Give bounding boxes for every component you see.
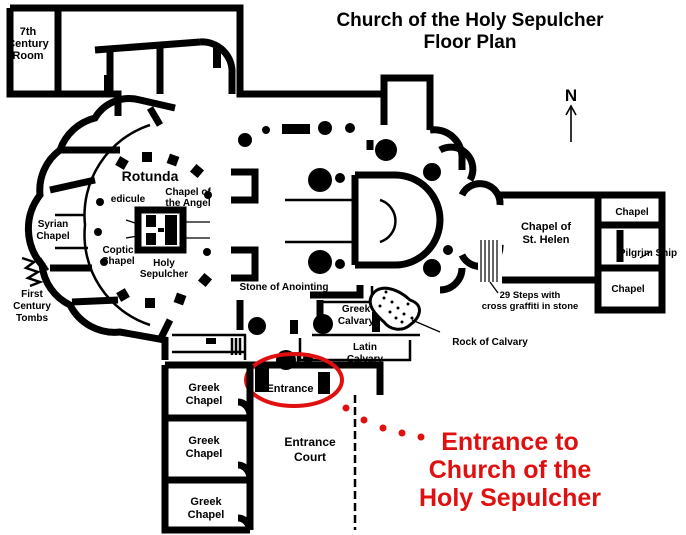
rock-of-calvary-label: Rock of Calvary [452, 337, 528, 348]
latin-calvary-label-2: Calvary [347, 354, 384, 365]
rotunda-label: Rotunda [122, 168, 179, 184]
chapel-a-label: Chapel [615, 207, 649, 218]
greek-calvary-label-1: Greek [342, 304, 371, 315]
greek-chapels-walls [161, 365, 357, 534]
entrance-court-label-1: Entrance [284, 435, 336, 449]
steps-label-1: 29 Steps with [500, 290, 561, 301]
chapel-of-angel-label-1: Chapel of [165, 187, 211, 198]
coptic-chapel-label-1: Coptic [102, 245, 134, 256]
holy-sepulcher-label-1: Holy [153, 258, 175, 269]
first-century-tombs-icon [21, 256, 50, 288]
greek-chapel-1-label-1: Greek [188, 382, 220, 394]
chapel-of-angel-label-2: the Angel [165, 198, 210, 209]
callout-dots [342, 404, 425, 441]
entrance-highlight-circle [244, 352, 344, 408]
seventh-century-room-label-2: Century [7, 38, 49, 50]
greek-chapel-2-label-1: Greek [188, 435, 220, 447]
first-century-tombs-label-3: Tombs [16, 313, 48, 324]
map-title-line1: Church of the Holy Sepulcher [336, 10, 604, 31]
stone-of-anointing-label: Stone of Anointing [239, 282, 328, 293]
greek-chapel-1-label-2: Chapel [186, 395, 223, 407]
greek-chapel-2-label-2: Chapel [186, 448, 223, 460]
seventh-century-room-label-3: Room [12, 50, 43, 62]
greek-chapel-3-label-1: Greek [190, 496, 222, 508]
edicule-label: edicule [111, 194, 146, 205]
steps-lines [480, 240, 498, 282]
rotunda-walls [24, 95, 176, 360]
greek-chapel-3-label-2: Chapel [188, 509, 225, 521]
coptic-chapel-label-2: Chapel [101, 256, 135, 267]
latin-calvary-label-1: Latin [353, 342, 377, 353]
entrance-label: Entrance [266, 383, 313, 395]
syrian-chapel-label-2: Chapel [36, 231, 70, 242]
callout-line-3: Holy Sepulcher [419, 484, 601, 512]
rotunda-piers [94, 152, 213, 308]
seventh-century-room-walls [6, 4, 434, 130]
north-label: N [565, 86, 577, 105]
entrance-court-label-2: Court [294, 450, 326, 464]
chapel-st-helen-label-1: Chapel of [521, 221, 571, 233]
pilgrim-ship-label: Pilgrim Ship [619, 248, 677, 259]
holy-sepulcher-label-2: Sepulcher [140, 269, 188, 280]
steps-pointer [489, 281, 499, 294]
edicule-structure [125, 206, 210, 254]
callout-line-2: Church of the [429, 456, 592, 484]
first-century-tombs-label-2: Century [13, 301, 51, 312]
north-arrow-icon [565, 104, 577, 142]
first-century-tombs-label-1: First [21, 289, 43, 300]
map-title-line2: Floor Plan [424, 32, 517, 53]
chapel-st-helen-label-2: St. Helen [522, 234, 569, 246]
syrian-chapel-label-1: Syrian [38, 219, 69, 230]
greek-calvary-label-2: Calvary [338, 316, 375, 327]
pilgrim-ship-pointer [639, 251, 651, 259]
chapel-b-label: Chapel [611, 284, 645, 295]
seventh-century-room-label-1: 7th [20, 26, 37, 38]
steps-label-2: cross graffiti in stone [482, 301, 579, 312]
catholicon-walls [231, 121, 504, 294]
calvary-walls [172, 285, 441, 362]
callout-line-1: Entrance to [441, 428, 579, 456]
